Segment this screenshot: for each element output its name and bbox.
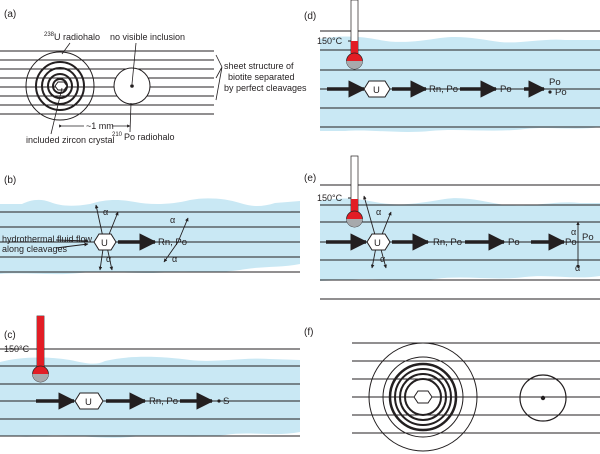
- sheet-label-3: by perfect cleavages: [224, 83, 307, 93]
- panel-e: (e) 150°C U α α Rn: [304, 155, 600, 300]
- fluid-flow-label-2: along cleavages: [2, 244, 68, 254]
- panel-a-tag: (a): [4, 9, 16, 20]
- u-radiohalo-label: U radiohalo: [54, 32, 100, 42]
- sheet-label-2: biotite separated: [228, 72, 295, 82]
- no-inclusion-leader: [131, 42, 137, 85]
- biotite-cleavage-lines: [352, 342, 600, 434]
- temperature-label: 150°C: [317, 36, 343, 46]
- u-label: U: [373, 85, 380, 96]
- u-crystal-icon: [366, 233, 391, 251]
- alpha-label-4: α: [172, 254, 177, 264]
- po-label-lower: Po: [555, 87, 567, 98]
- scale-label-bg: [84, 120, 112, 131]
- po-label: Po: [508, 237, 520, 248]
- fluid-layer: [0, 356, 300, 438]
- thermometer-icon: [346, 0, 363, 70]
- s-dot: [217, 399, 221, 403]
- rn-po-label: Rn, Po: [158, 237, 187, 248]
- po-halo-leader: [129, 102, 132, 133]
- fluid-flow-label-1: hydrothermal fluid flow: [2, 234, 93, 244]
- zircon-leader: [50, 87, 63, 135]
- scale-label: ~1 mm: [86, 121, 114, 131]
- panel-f-tag: (f): [304, 327, 313, 338]
- u-label: U: [85, 397, 92, 408]
- u-crystal-icon: [74, 392, 104, 410]
- u-radiohalo: [368, 342, 478, 452]
- temperature-label: 150°C: [4, 344, 30, 354]
- panel-b: (b) hydrothermal fluid flow along cleava…: [0, 175, 300, 275]
- panel-e-tag: (e): [304, 173, 316, 184]
- po-halo-center-dot: [540, 395, 546, 401]
- alpha-rays-rn: [163, 217, 189, 263]
- panel-a: (a) 238 U radiohalo no visible inclusion: [0, 9, 307, 145]
- rn-po-label: Rn, Po: [149, 396, 178, 407]
- thermometer-icon: [346, 155, 363, 228]
- panel-b-tag: (b): [4, 175, 16, 186]
- zircon-crystal-icon: [413, 390, 433, 404]
- po-label-right: Po: [582, 232, 594, 243]
- fluid-arrow-1: [55, 242, 89, 249]
- s-label: S: [223, 396, 229, 407]
- panel-d-tag: (d): [304, 11, 316, 22]
- temperature-label: 150°C: [317, 193, 343, 203]
- alpha-label-2: α: [380, 254, 385, 264]
- alpha-label-1: α: [376, 207, 381, 217]
- sheet-label-1: sheet structure of: [224, 61, 294, 71]
- no-inclusion-label: no visible inclusion: [110, 32, 185, 42]
- u-label: U: [374, 238, 381, 249]
- po-isotope-superscript: 210: [112, 132, 123, 138]
- zircon-label: included zircon crystal: [26, 135, 115, 145]
- rn-po-label: Rn, Po: [429, 84, 458, 95]
- u-crystal-icon: [363, 80, 391, 98]
- po-radiohalo-label: Po radiohalo: [124, 132, 175, 142]
- alpha-label-2: α: [106, 254, 111, 264]
- panel-d: (d) 150°C U Rn, Po Po Po Po: [304, 0, 600, 132]
- panel-c: (c) 150°C U Rn, Po S: [0, 315, 300, 438]
- po-label-mid: Po: [565, 237, 577, 248]
- po-radiohalo: [519, 374, 567, 422]
- po-halo-center-dot: [130, 84, 134, 88]
- u-crystal-icon: [93, 233, 117, 251]
- alpha-label-4: α: [575, 263, 580, 273]
- po-label: Po: [500, 84, 512, 95]
- rn-po-label: Rn, Po: [433, 237, 462, 248]
- u-label: U: [101, 238, 108, 249]
- zircon-crystal-icon: [54, 81, 68, 91]
- po-dot: [548, 90, 552, 94]
- panel-c-tag: (c): [4, 330, 16, 341]
- alpha-label-1: α: [103, 207, 108, 217]
- sheet-bracket: [215, 54, 223, 101]
- po-label-upper: Po: [549, 77, 561, 88]
- thermometer-icon: [32, 315, 49, 383]
- fluid-arrow-2: [55, 238, 89, 243]
- u-halo-leader: [61, 42, 71, 55]
- alpha-label-3: α: [571, 227, 576, 237]
- u-isotope-superscript: 238: [44, 32, 55, 38]
- alpha-label-3: α: [170, 215, 175, 225]
- panel-f: (f): [304, 327, 600, 452]
